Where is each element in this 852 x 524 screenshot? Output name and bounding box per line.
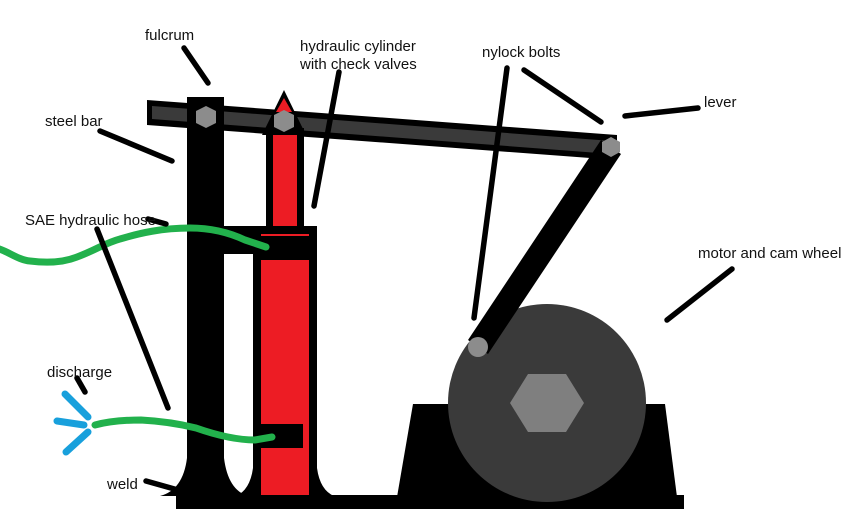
crank-bolt	[468, 337, 488, 357]
base-plate	[176, 495, 684, 509]
rod-top-bolt	[274, 110, 294, 132]
sae-hose-pointer-dash	[145, 216, 169, 227]
label-hydraulic-cylinder-line1: hydraulic cylinder	[300, 38, 416, 55]
label-hydraulic-cylinder-line2: with check valves	[299, 56, 417, 73]
weld-fillet-cyl-left	[236, 468, 253, 496]
label-fulcrum: fulcrum	[145, 27, 194, 44]
discharge-spray-mid	[53, 417, 88, 429]
cylinder-body	[261, 234, 309, 495]
fulcrum-bolt	[196, 106, 216, 128]
weld-fillet-cyl-right	[317, 468, 334, 496]
discharge-spray-top	[61, 390, 92, 421]
label-weld: weld	[106, 476, 138, 493]
weld-fillet-bar-right	[224, 458, 248, 496]
sae-hose-pointer-line	[94, 226, 171, 411]
lever-end-bolt	[602, 137, 620, 157]
discharge-spray	[53, 390, 92, 456]
label-motor-cam-wheel: motor and cam wheel	[698, 245, 841, 262]
rod-top-red	[276, 98, 292, 112]
cylinder-pointer-line	[311, 69, 342, 209]
label-nylock-bolts: nylock bolts	[482, 44, 560, 61]
discharge-spray-bottom	[62, 428, 92, 456]
discharge-pointer-dash	[74, 375, 88, 395]
lever-pointer-line	[622, 105, 701, 119]
label-steel-bar: steel bar	[45, 113, 103, 130]
connecting-rod	[468, 140, 621, 354]
piston-rod	[273, 128, 297, 232]
lower-hydraulic-hose	[91, 416, 276, 444]
wheel-hub-hexagon	[510, 374, 584, 432]
weld-fillet-bar-left	[160, 458, 187, 496]
label-discharge: discharge	[47, 364, 112, 381]
fulcrum-pointer-line	[181, 45, 211, 86]
label-sae-hose: SAE hydraulic hose	[25, 212, 156, 229]
motor-pointer-line	[664, 266, 735, 323]
label-lever: lever	[704, 94, 737, 111]
nylock-pointer-line-2	[521, 67, 604, 125]
steel-bar-pointer-line	[97, 128, 175, 164]
nylock-pointer-line-1	[471, 65, 510, 321]
weld-pointer-line	[143, 478, 181, 493]
